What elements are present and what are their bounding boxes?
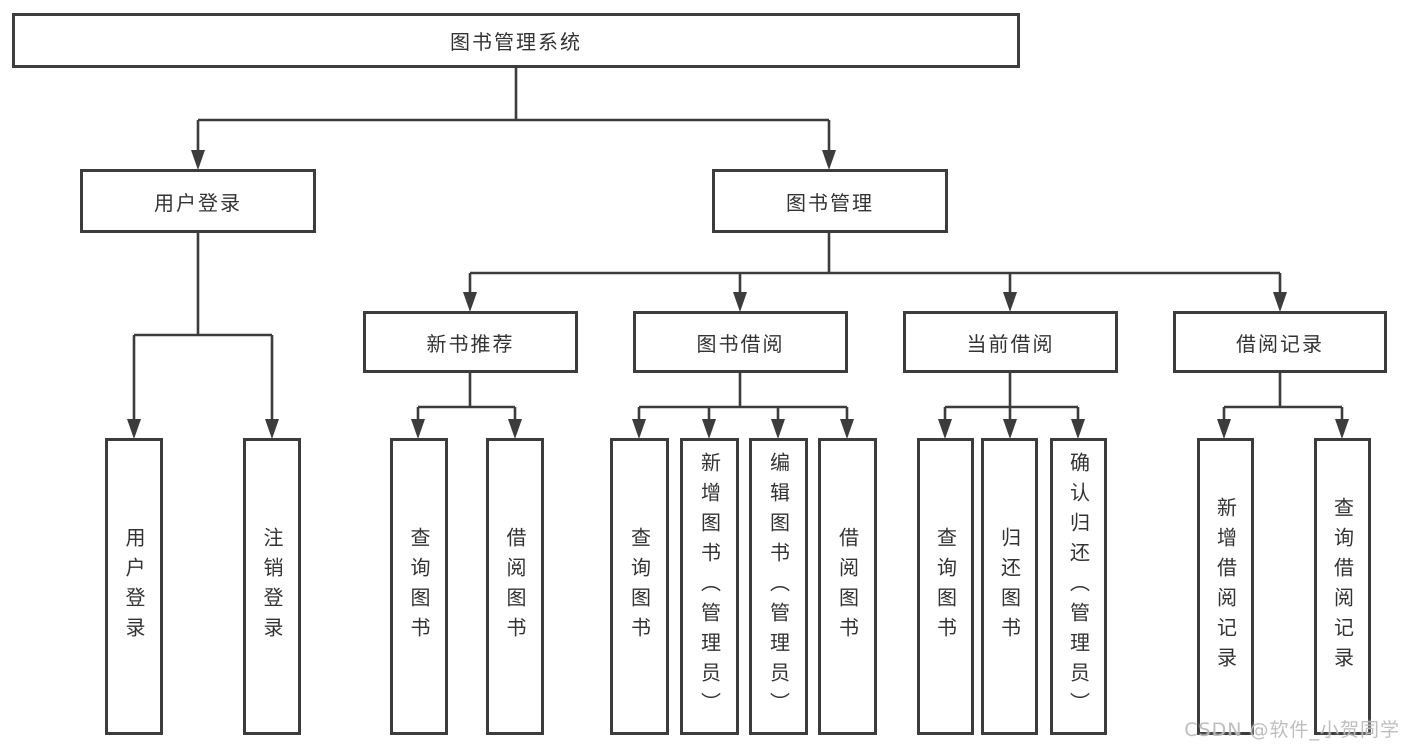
node-label: 图书借阅 [696,331,785,356]
leaf-query-books-borrowing: 查询图书 [610,438,669,735]
node-label: 图书管理 [786,190,874,215]
leaf-user-login: 用户登录 [105,438,163,735]
node-label: 新增借阅记录 [1213,496,1238,677]
node-root-system: 图书管理系统 [12,13,1020,68]
node-new-book-recommend: 新书推荐 [363,311,578,373]
node-label: 用户登录 [154,190,242,215]
leaf-add-books-admin: 新增图书（管理员） [680,438,739,735]
node-label: 新增图书（管理员） [697,451,722,722]
node-label: 确认归还（管理员） [1066,451,1091,722]
leaf-query-books-recommend: 查询图书 [390,438,448,735]
leaf-query-books-current: 查询图书 [917,438,974,735]
node-label: 查询图书 [407,526,431,647]
leaf-edit-books-admin: 编辑图书（管理员） [749,438,808,735]
leaf-add-borrow-record: 新增借阅记录 [1197,438,1254,735]
node-label: 借阅记录 [1236,331,1324,356]
node-user-login: 用户登录 [80,169,316,233]
leaf-confirm-return-admin: 确认归还（管理员） [1050,438,1107,735]
node-label: 用户登录 [122,526,146,647]
node-label: 借阅图书 [835,526,860,647]
leaf-query-borrow-record: 查询借阅记录 [1314,438,1371,735]
node-label: 借阅图书 [503,526,527,647]
node-label: 新书推荐 [426,331,515,356]
node-label: 查询图书 [933,526,958,647]
node-label: 编辑图书（管理员） [766,451,791,722]
leaf-borrow-books-recommend: 借阅图书 [486,438,544,735]
node-label: 查询借阅记录 [1330,496,1355,677]
node-current-borrowing: 当前借阅 [903,311,1118,373]
node-label: 查询图书 [627,526,652,647]
node-book-borrowing: 图书借阅 [633,311,848,373]
csdn-watermark: CSDN @软件_小贺同学 [1184,719,1400,741]
node-label: 当前借阅 [966,331,1055,356]
node-label: 注销登录 [260,526,284,647]
node-label: 图书管理系统 [450,30,582,54]
node-label: 归还图书 [997,526,1022,647]
leaf-logout: 注销登录 [243,438,301,735]
leaf-return-books: 归还图书 [981,438,1038,735]
node-book-management: 图书管理 [712,169,948,233]
node-borrow-records: 借阅记录 [1173,311,1387,373]
leaf-borrow-books: 借阅图书 [818,438,877,735]
